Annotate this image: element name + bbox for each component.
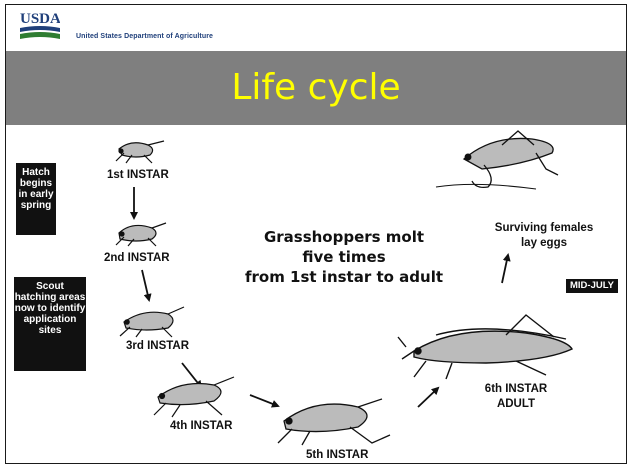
- usda-logo-text: USDA: [20, 11, 60, 27]
- stage-label-6th-instar: 6th INSTAR: [476, 382, 556, 397]
- stage-label-adult: ADULT: [476, 397, 556, 412]
- header: USDA United States Department of Agricul…: [6, 5, 626, 49]
- hatch-note-text: Hatch begins in early spring: [18, 167, 53, 211]
- arrow-4-to-5: [250, 395, 278, 406]
- molt-note-line-3: from 1st instar to adult: [234, 267, 454, 287]
- title-band: Life cycle: [6, 51, 626, 125]
- molt-note: Grasshoppers molt five times from 1st in…: [234, 227, 454, 287]
- grasshopper-4th-instar-icon: [154, 377, 234, 417]
- stage-label-4th-instar: 4th INSTAR: [170, 420, 232, 432]
- slide-title: Life cycle: [6, 51, 626, 125]
- stage-label-2nd-instar: 2nd INSTAR: [104, 252, 170, 264]
- egg-laying-female-icon: [436, 131, 558, 189]
- department-name: United States Department of Agriculture: [76, 33, 213, 40]
- life-cycle-diagram: Hatch begins in early spring Scout hatch…: [6, 125, 626, 463]
- surviving-note-line-1: Surviving females: [484, 221, 604, 236]
- scout-note-text: Scout hatching areas now to identify app…: [15, 281, 86, 336]
- stage-label-1st-instar: 1st INSTAR: [107, 169, 169, 181]
- grasshopper-1st-instar-icon: [116, 141, 164, 163]
- grasshopper-3rd-instar-icon: [120, 307, 184, 337]
- grasshopper-5th-instar-icon: [278, 399, 390, 445]
- slide: USDA United States Department of Agricul…: [5, 4, 627, 464]
- stage-label-6th-instar-adult: 6th INSTAR ADULT: [476, 382, 556, 412]
- scout-note: Scout hatching areas now to identify app…: [14, 277, 86, 371]
- molt-note-line-2: five times: [234, 247, 454, 267]
- surviving-note-line-2: lay eggs: [484, 236, 604, 251]
- usda-logo: USDA: [20, 9, 60, 45]
- grasshopper-adult-icon: [398, 315, 572, 379]
- mid-july-badge: MID-JULY: [566, 279, 618, 293]
- molt-note-line-1: Grasshoppers molt: [234, 227, 454, 247]
- arrow-adult-to-eggs: [502, 255, 508, 283]
- arrow-5-to-6: [418, 388, 438, 407]
- arrow-2-to-3: [142, 270, 149, 300]
- stage-label-3rd-instar: 3rd INSTAR: [126, 340, 189, 352]
- surviving-females-note: Surviving females lay eggs: [484, 221, 604, 251]
- stage-label-5th-instar: 5th INSTAR: [306, 449, 368, 461]
- grasshopper-2nd-instar-icon: [116, 223, 166, 246]
- diagram-graphics: [6, 125, 626, 463]
- hatch-note: Hatch begins in early spring: [16, 163, 56, 235]
